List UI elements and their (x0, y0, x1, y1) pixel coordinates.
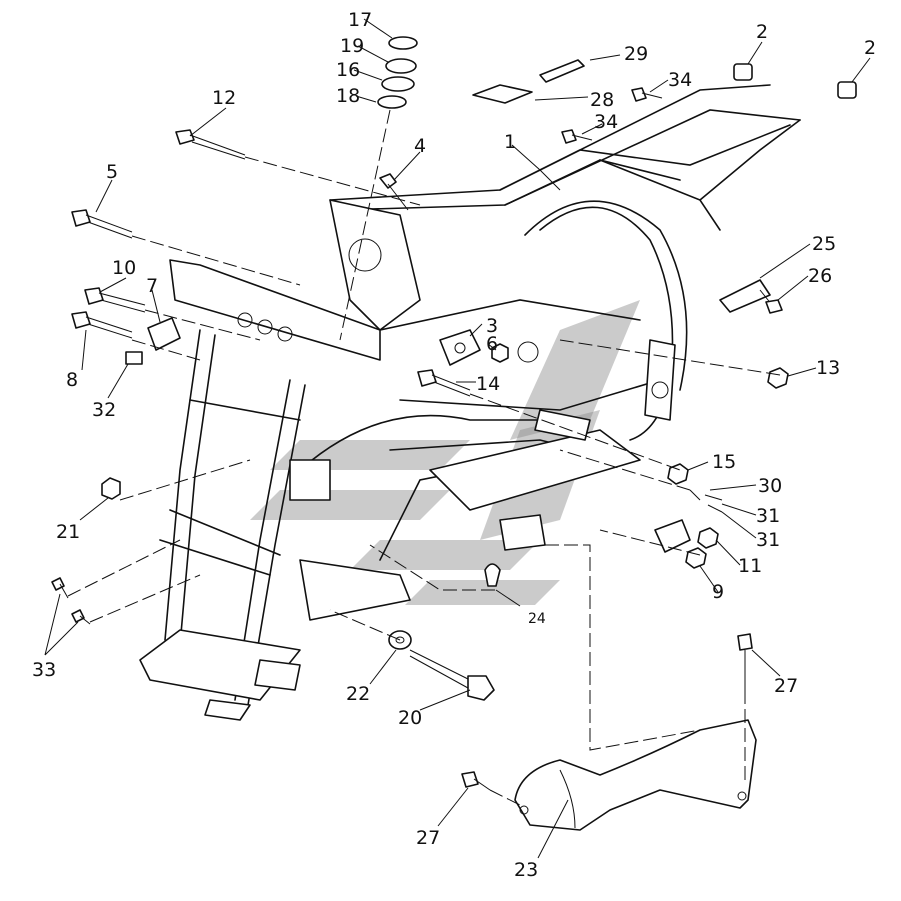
callout-18: 18 (336, 85, 360, 107)
callout-34a: 34 (668, 69, 692, 91)
callout-5: 5 (106, 161, 118, 183)
screws-33-icon (51, 577, 91, 625)
callout-15: 15 (712, 451, 736, 473)
nut-6-icon (491, 343, 509, 363)
screw-34b-icon (561, 129, 593, 144)
callout-8: 8 (66, 369, 78, 391)
callout-2a: 2 (756, 21, 768, 43)
callout-7: 7 (146, 275, 158, 297)
cap-2b-icon (837, 81, 857, 99)
steering-bearing-stack-icon (377, 36, 418, 109)
bolt-8-icon (71, 311, 133, 339)
pad-28-icon (472, 84, 533, 104)
callout-27a: 27 (774, 675, 798, 697)
bolt-27b-icon (461, 771, 491, 791)
callout-12: 12 (212, 87, 236, 109)
callout-32: 32 (92, 399, 116, 421)
callout-leaders (44, 18, 871, 859)
nut-11-icon (697, 527, 719, 549)
callout-17: 17 (348, 9, 372, 31)
callout-24: 24 (528, 611, 546, 627)
callout-20: 20 (398, 707, 422, 729)
bracket-7-icon (147, 317, 181, 351)
bolt-5-icon (71, 209, 133, 239)
nut-21-icon (101, 477, 121, 500)
clip-24-icon (484, 563, 501, 587)
skid-plate-23-icon (514, 719, 757, 831)
grommet-32-icon (125, 351, 143, 365)
plate-bracket-icon (654, 519, 691, 553)
callout-3: 3 (486, 315, 498, 337)
callout-13: 13 (816, 357, 840, 379)
bolt-20-icon (409, 649, 495, 701)
bolt-14-icon (417, 369, 471, 397)
pins-30-31-icon (689, 489, 723, 513)
nut-13-icon (767, 367, 789, 389)
bolt-4-icon (379, 173, 409, 211)
callout-25: 25 (812, 233, 836, 255)
callout-16: 16 (336, 59, 360, 81)
clip-29-icon (539, 59, 585, 83)
callout-2b: 2 (864, 37, 876, 59)
screw-34a-icon (631, 87, 663, 102)
bolt-27a-icon (737, 633, 753, 690)
main-frame (139, 84, 801, 721)
callout-21: 21 (56, 521, 80, 543)
callout-30: 30 (758, 475, 782, 497)
bolt-12-icon (175, 129, 246, 160)
callout-27b: 27 (416, 827, 440, 849)
nut-15-icon (667, 463, 689, 485)
callout-33: 33 (32, 659, 56, 681)
callout-14: 14 (476, 373, 500, 395)
nut-9-icon (685, 547, 707, 569)
callout-22: 22 (346, 683, 370, 705)
callout-9: 9 (712, 581, 724, 603)
callout-26: 26 (808, 265, 832, 287)
bracket-25-icon (719, 279, 771, 313)
callout-10: 10 (112, 257, 136, 279)
bolt-26-icon (759, 289, 783, 314)
callout-29: 29 (624, 43, 648, 65)
callout-1: 1 (504, 131, 516, 153)
assembly-center-lines (67, 109, 781, 806)
callout-23: 23 (514, 859, 538, 881)
cap-2a-icon (733, 63, 753, 81)
callout-34b: 34 (594, 111, 618, 133)
callout-11: 11 (738, 555, 762, 577)
loose-parts (51, 36, 857, 831)
callout-4: 4 (414, 135, 426, 157)
callout-31a: 31 (756, 505, 780, 527)
callout-labels: 17 19 16 18 29 28 2 2 34 34 12 5 4 1 10 … (32, 9, 876, 881)
callout-31b: 31 (756, 529, 780, 551)
bolt-10-icon (84, 287, 146, 313)
callout-19: 19 (340, 35, 364, 57)
callout-6: 6 (486, 333, 498, 355)
callout-28: 28 (590, 89, 614, 111)
